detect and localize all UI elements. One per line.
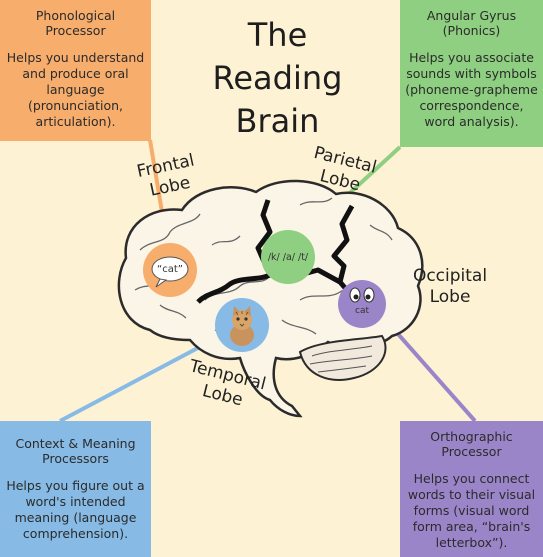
angular-gyrus-circle-text: /k/ /a/ /t/ <box>267 252 309 263</box>
context-meaning-desc: Helps you figure out a word's intended m… <box>6 478 145 541</box>
context-meaning-box: Context & Meaning Processors Helps you f… <box>0 421 151 557</box>
angular-gyrus-title: Angular Gyrus (Phonics) <box>426 8 517 38</box>
angular-gyrus-box: Angular Gyrus (Phonics) Helps you associ… <box>400 0 543 147</box>
orthographic-processor-box: Orthographic Processor Helps you connect… <box>400 421 543 557</box>
angular-gyrus-desc: Helps you associate sounds with symbols … <box>405 50 538 129</box>
eyes-icon <box>349 287 375 303</box>
phonological-circle-text: “cat” <box>157 264 183 275</box>
orthographic-processor-title: Orthographic Processor <box>430 429 513 459</box>
phonological-processor-title: Phonological Processor <box>35 8 116 38</box>
angular-gyrus-circle <box>261 230 315 284</box>
page-title: The Reading Brain <box>212 16 343 140</box>
cat-photo-icon <box>230 306 254 346</box>
phonological-processor-desc: Helps you understand and produce oral la… <box>6 50 145 129</box>
orthographic-circle-text: cat <box>355 306 369 316</box>
orthographic-processor-desc: Helps you connect words to their visual … <box>407 471 536 550</box>
cerebellum-folds <box>309 345 373 373</box>
context-meaning-title: Context & Meaning Processors <box>15 436 136 466</box>
occipital-lobe-label: Occipital Lobe <box>412 266 488 307</box>
orthographic-circle <box>338 280 386 328</box>
phonological-processor-box: Phonological Processor Helps you underst… <box>0 0 151 141</box>
speech-bubble-icon <box>151 256 189 282</box>
